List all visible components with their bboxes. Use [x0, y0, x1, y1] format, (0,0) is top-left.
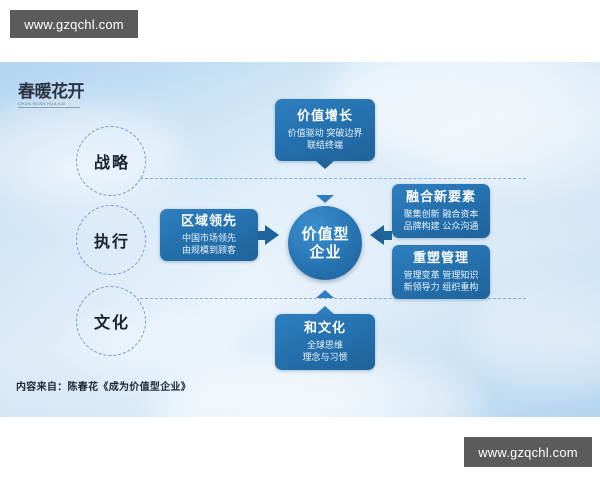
box-regional-leadership: 区域领先 中国市场领先 由规模到顾客 — [160, 209, 258, 261]
box-harmony-culture-sub-1: 全球思维 — [306, 340, 343, 351]
divider-strategy-execution — [140, 178, 526, 179]
stage-circle-strategy: 战略 — [76, 126, 146, 196]
stage-label-execution: 执行 — [93, 232, 130, 251]
box-reshape-management: 重塑管理 管理变革 管理知识 新领导力 组织重构 — [392, 245, 490, 299]
arrow-right-pointing-icon — [265, 225, 279, 245]
arrow-right-stem — [382, 231, 392, 240]
box-value-growth-sub-2: 联结终端 — [306, 140, 343, 151]
box-regional-leadership-sub-2: 由规模到顾客 — [181, 245, 236, 256]
box-fusion-new-elements-sub-1: 聚集创新 融合资本 — [403, 209, 479, 220]
watermark-top: www.gzqchl.com — [10, 10, 138, 38]
brand-logo: 春暖花开 CHUN NUAN HUA KAI — [18, 82, 85, 112]
core-chevron-bottom-icon — [316, 290, 334, 298]
core-label-line-2: 企业 — [309, 243, 342, 261]
brand-logo-subtext: CHUN NUAN HUA KAI — [18, 101, 66, 106]
arrow-left-pointing-icon — [370, 225, 384, 245]
box-reshape-management-title: 重塑管理 — [412, 250, 469, 266]
chevron-down-icon — [316, 161, 334, 169]
stage-circle-execution: 执行 — [76, 205, 146, 275]
stage-label-culture: 文化 — [93, 313, 130, 332]
box-fusion-new-elements-sub-2: 品牌构建 公众沟通 — [403, 221, 479, 232]
box-harmony-culture: 和文化 全球思维 理念与习惯 — [275, 306, 375, 370]
arrow-left-stem — [258, 231, 268, 240]
box-value-growth: 价值增长 价值驱动 突破边界 联结终端 — [275, 99, 375, 169]
box-harmony-culture-title: 和文化 — [303, 320, 346, 336]
box-value-growth-sub-1: 价值驱动 突破边界 — [287, 128, 363, 139]
core-circle-value-enterprise: 价值型 企业 — [288, 206, 362, 280]
chevron-up-icon — [316, 306, 334, 314]
cloud-decoration — [150, 362, 480, 417]
stage-circle-culture: 文化 — [76, 286, 146, 356]
watermark-bottom: www.gzqchl.com — [464, 437, 592, 467]
box-regional-leadership-sub-1: 中国市场领先 — [181, 233, 236, 244]
brand-logo-rule — [18, 107, 80, 108]
box-value-growth-title: 价值增长 — [296, 108, 353, 124]
stage-label-strategy: 战略 — [93, 153, 130, 172]
box-reshape-management-sub-2: 新领导力 组织重构 — [403, 282, 479, 293]
box-fusion-new-elements-title: 融合新要素 — [405, 189, 476, 205]
divider-execution-culture — [140, 298, 526, 299]
box-fusion-new-elements: 融合新要素 聚集创新 融合资本 品牌构建 公众沟通 — [392, 184, 490, 238]
box-reshape-management-sub-1: 管理变革 管理知识 — [403, 270, 479, 281]
core-label-line-1: 价值型 — [301, 225, 350, 243]
slide-canvas: 春暖花开 CHUN NUAN HUA KAI 战略 执行 文化 价值增长 价值驱… — [0, 62, 600, 417]
source-attribution: 内容来自：陈春花《成为价值型企业》 — [16, 382, 192, 393]
brand-logo-text: 春暖花开 — [18, 82, 85, 102]
box-harmony-culture-sub-2: 理念与习惯 — [302, 352, 348, 363]
core-chevron-top-icon — [316, 195, 334, 203]
box-regional-leadership-title: 区域领先 — [180, 213, 237, 229]
